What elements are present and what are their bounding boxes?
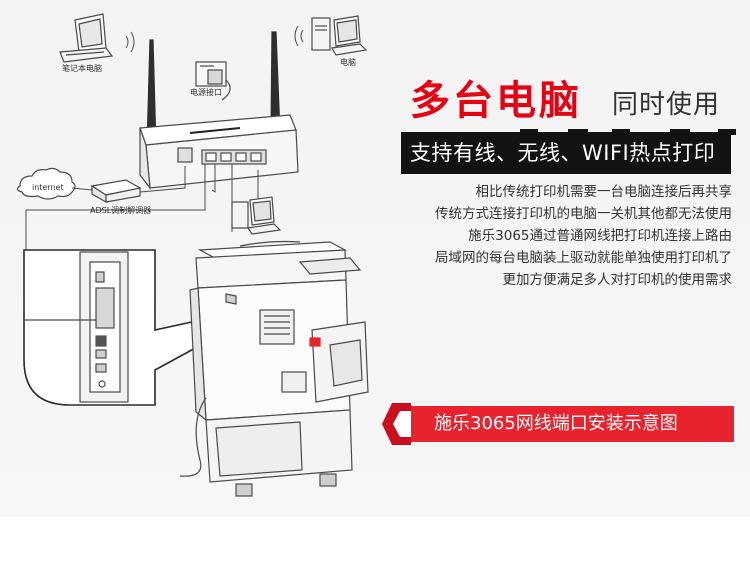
wifi-signal-icon	[125, 25, 304, 53]
network-cables	[25, 164, 259, 250]
description-line: 局域网的每台电脑装上驱动就能单独使用打印机了	[435, 250, 732, 266]
headline-main: 多台电脑	[410, 78, 582, 124]
printer-copier-icon	[179, 240, 369, 497]
laptop-label: 笔记本电脑	[62, 64, 102, 73]
internet-label: internet	[32, 183, 64, 192]
caption-text: 施乐3065网线端口安装示意图	[434, 413, 678, 434]
description-line: 相比传统打印机需要一台电脑连接后再共享	[475, 184, 733, 200]
power-label: 电源接口	[190, 88, 222, 97]
feature-bar	[401, 132, 731, 174]
description-line: 更加方便满足多人对打印机的使用需求	[502, 272, 733, 288]
headline-sub: 同时使用	[612, 90, 721, 120]
desktop-computer-icon-2	[231, 196, 282, 235]
internet-cloud-icon	[16, 167, 76, 200]
caption-bar	[411, 406, 734, 442]
modem-label: ADSL调制解调器	[90, 206, 152, 215]
laptop-icon	[59, 13, 114, 63]
description-block: 相比传统打印机需要一台电脑连接后再共享 传统方式连接打印机的电脑一关机其他都无法…	[372, 181, 732, 291]
description-line: 传统方式连接打印机的电脑一关机其他都无法使用	[435, 206, 732, 222]
network-diagram	[16, 13, 369, 497]
port-zoom-inset	[23, 249, 211, 406]
bottom-spacer	[0, 517, 750, 576]
desktop-label: 电脑	[340, 58, 356, 67]
description-line: 施乐3065通过普通网线把打印机连接上路由	[468, 228, 732, 244]
wireless-router-icon	[139, 114, 299, 191]
feature-bar-text: 支持有线、无线、WIFI热点打印	[410, 141, 716, 165]
caption-arrow-icon	[382, 403, 411, 445]
adsl-modem-icon	[90, 179, 142, 204]
power-adapter-icon	[195, 61, 231, 101]
desktop-computer-icon	[311, 15, 368, 56]
